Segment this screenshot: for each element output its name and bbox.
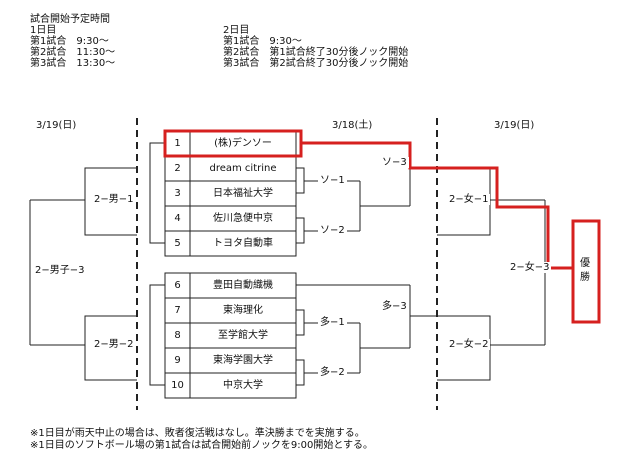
team-number: 9 (174, 355, 181, 366)
champion-char-2: 勝 (580, 272, 590, 283)
match-ta1: 多−1 (318, 317, 347, 328)
match-ta3: 多−3 (380, 301, 409, 312)
team-name: 佐川急便中京 (213, 213, 273, 224)
team-number: 10 (171, 380, 184, 391)
team-number: 1 (174, 138, 181, 149)
match-men2: 2−男−2 (92, 339, 136, 350)
team-name: 東海理化 (223, 305, 263, 316)
day2-line-3: 第3試合 第2試合終了30分後ノック開始 (223, 58, 409, 69)
day2-line-1: 第1試合 9:30～ (223, 36, 302, 47)
note-1: ※1日目が雨天中止の場合は、敗者復活戦はなし。準決勝までを実施する。 (30, 428, 365, 439)
match-wom3: 2−女−3 (508, 262, 552, 273)
day1-line-3: 第3試合 13:30～ (30, 58, 116, 69)
team-number: 4 (174, 213, 181, 224)
team-number: 5 (174, 238, 181, 249)
team-name: 至学館大学 (218, 330, 268, 341)
team-name: 東海学園大学 (213, 355, 273, 366)
match-so2: ソ−2 (318, 225, 347, 236)
match-wom1: 2−女−1 (447, 194, 491, 205)
day2-label: 2日目 (223, 25, 250, 36)
team-number: 7 (174, 305, 181, 316)
winner-path (163, 129, 601, 324)
note-2: ※1日目のソフトボール場の第1試合は試合開始前ノックを9:00開始とする。 (30, 440, 374, 451)
champion-char-1: 優 (580, 258, 590, 269)
match-men3: 2−男子−3 (33, 265, 87, 276)
champion-box (571, 219, 601, 324)
team-number: 6 (174, 280, 181, 291)
day1-line-2: 第2試合 11:30～ (30, 47, 116, 58)
day2-line-2: 第2試合 第1試合終了30分後ノック開始 (223, 47, 409, 58)
team-number: 3 (174, 188, 181, 199)
team-number: 8 (174, 330, 181, 341)
match-so3: ソ−3 (380, 157, 409, 168)
match-ta2: 多−2 (318, 367, 347, 378)
team-name: (株)デンソー (214, 138, 272, 149)
match-so1: ソ−1 (318, 175, 347, 186)
date-right: 3/19(日) (494, 120, 535, 131)
match-men1: 2−男−1 (92, 194, 136, 205)
day1-label: 1日目 (30, 25, 57, 36)
team-number: 2 (174, 163, 181, 174)
match-wom2: 2−女−2 (447, 339, 491, 350)
date-center: 3/18(土) (332, 120, 373, 131)
team-name: 豊田自動織機 (213, 280, 273, 291)
schedule-title: 試合開始予定時間 (30, 14, 110, 25)
team-name: 中京大学 (223, 380, 263, 391)
team-name: トヨタ自動車 (213, 238, 273, 249)
team-name: 日本福祉大学 (213, 188, 273, 199)
day1-line-1: 第1試合 9:30～ (30, 36, 109, 47)
team-name: dream citrine (209, 163, 277, 174)
date-left: 3/19(日) (36, 120, 77, 131)
